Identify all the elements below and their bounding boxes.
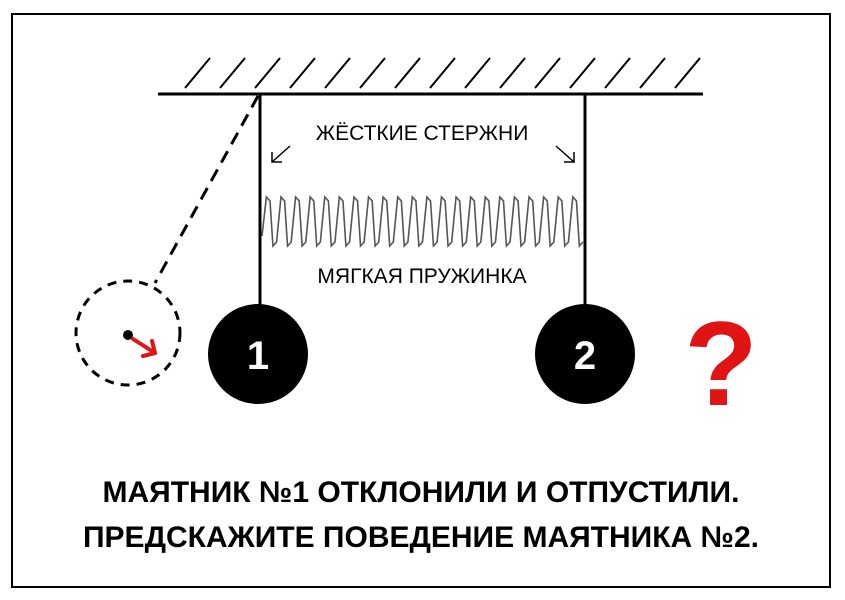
pivot-dot (123, 330, 133, 340)
pendulum-2-number: 2 (574, 334, 596, 378)
caption-line-1: МАЯТНИК №1 ОТКЛОНИЛИ И ОТПУСТИЛИ. (102, 476, 740, 509)
pendulum-2-bob: 2 (535, 304, 635, 404)
question-mark-icon: ? (684, 297, 757, 431)
ceiling (158, 57, 703, 96)
label-rigid-rods: ЖЁСТКИЕ СТЕРЖНИ (316, 122, 529, 145)
displaced-bob-outline (74, 279, 182, 387)
diagram-frame (11, 13, 831, 588)
label-soft-spring: МЯГКАЯ ПРУЖИНКА (317, 265, 526, 288)
pointer-arrow-right-icon (555, 145, 575, 163)
displaced-pendulum-ghost (74, 95, 260, 387)
pointer-arrow-left-icon (271, 145, 291, 163)
caption-line-2: ПРЕДСКАЖИТЕ ПОВЕДЕНИЕ МАЯТНИКА №2. (82, 521, 759, 554)
ceiling-hatch-icon (184, 57, 701, 89)
displaced-rod-dashed (153, 95, 260, 284)
spring-coil-icon (261, 195, 584, 248)
pendulum-1-bob: 1 (208, 304, 308, 404)
displacement-arrow-icon (131, 337, 157, 358)
pendulum-1-number: 1 (247, 334, 269, 378)
